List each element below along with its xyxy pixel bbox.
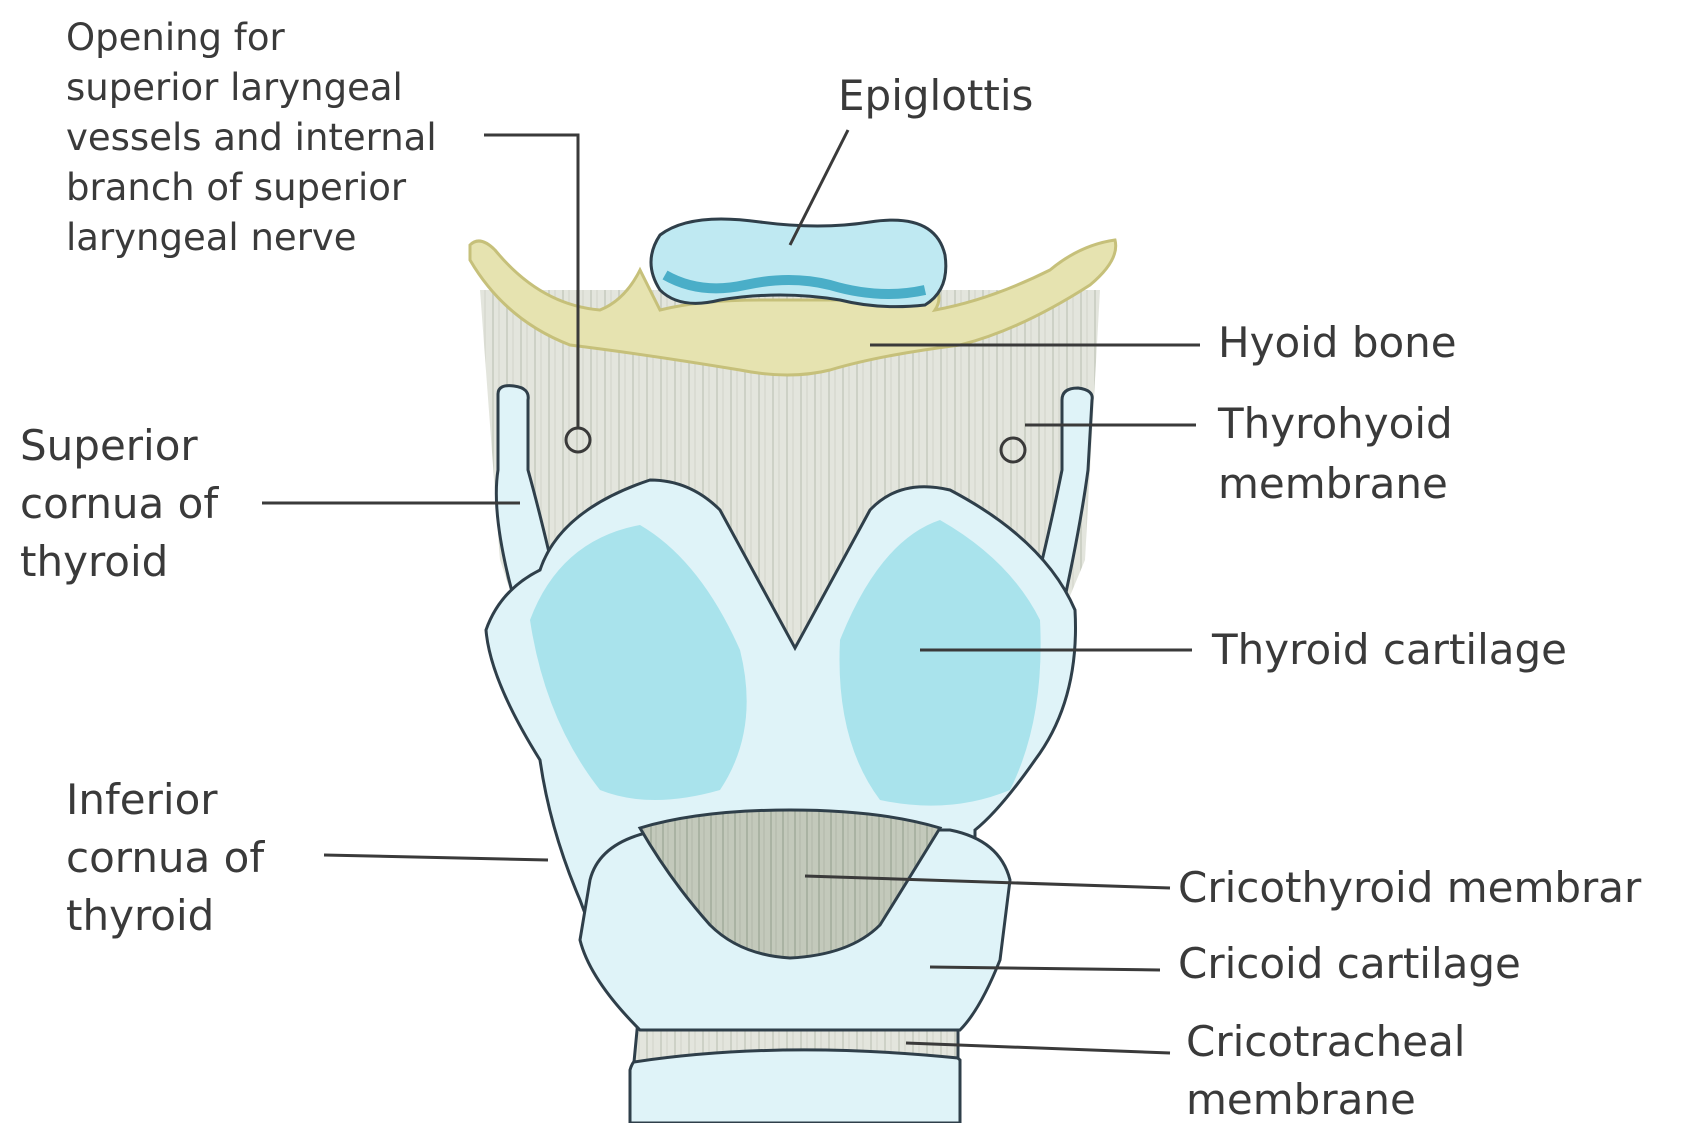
label-cricotracheal-line-1: Cricotracheal	[1186, 1017, 1465, 1066]
label-cricotracheal-line-2: membrane	[1186, 1075, 1416, 1123]
label-superior-cornua-line-2: cornua of	[20, 479, 219, 528]
label-superior-cornua-line-1: Superior	[20, 421, 198, 470]
label-cricothyroid-membrane: Cricothyroid membrar	[1178, 863, 1642, 912]
label-opening-line-2: superior laryngeal	[66, 66, 403, 109]
label-opening-line-1: Opening for	[66, 16, 285, 59]
label-thyrohyoid-line-1: Thyrohyoid	[1217, 399, 1453, 448]
label-inferior-cornua-line-1: Inferior	[66, 775, 218, 824]
label-superior-cornua: Superior cornua of thyroid	[20, 421, 232, 586]
label-opening-line-3: vessels and internal	[66, 116, 437, 159]
label-inferior-cornua-line-2: cornua of	[66, 833, 265, 882]
label-cricoid-cartilage: Cricoid cartilage	[1178, 939, 1521, 988]
label-opening-line-5: laryngeal nerve	[66, 216, 357, 259]
label-thyrohyoid-membrane: Thyrohyoid membrane	[1217, 399, 1466, 508]
label-opening-line-4: branch of superior	[66, 166, 407, 209]
label-cricotracheal-membrane: Cricotracheal membrane	[1186, 1017, 1479, 1123]
label-superior-cornua-line-3: thyroid	[20, 537, 168, 586]
label-thyrohyoid-line-2: membrane	[1218, 459, 1448, 508]
label-inferior-cornua-line-3: thyroid	[66, 891, 214, 940]
label-epiglottis: Epiglottis	[838, 71, 1033, 120]
label-opening: Opening for superior laryngeal vessels a…	[66, 16, 448, 259]
label-hyoid-bone: Hyoid bone	[1218, 318, 1457, 367]
label-inferior-cornua: Inferior cornua of thyroid	[66, 775, 278, 940]
label-thyroid-cartilage: Thyroid cartilage	[1211, 625, 1567, 674]
